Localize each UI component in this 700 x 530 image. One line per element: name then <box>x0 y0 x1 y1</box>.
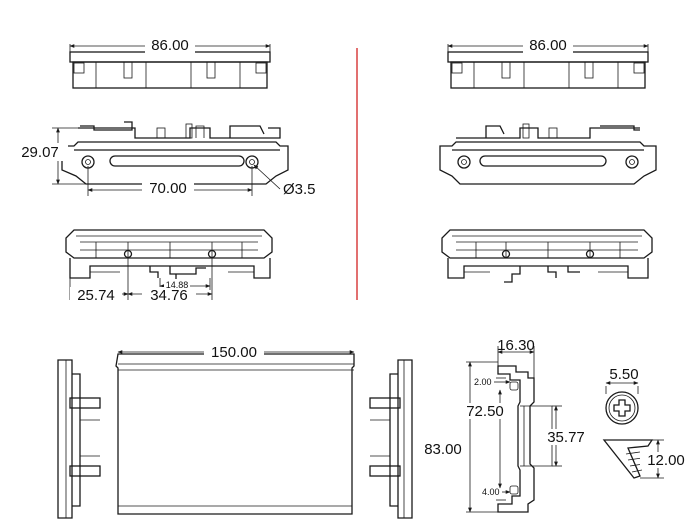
section-top-gap-label: 2.00 <box>474 377 492 387</box>
section-center-label: 35.77 <box>547 429 585 446</box>
top-left-width-label: 86.00 <box>151 37 189 54</box>
section-top-label: 16.30 <box>497 337 535 354</box>
hole-spacing-label: 70.00 <box>149 180 187 197</box>
hole-diameter-label: Ø3.5 <box>283 181 316 198</box>
screw-body: 12.00 <box>602 439 692 479</box>
section-inner-label: 72.50 <box>466 403 504 420</box>
screw-diameter-label: 5.50 <box>609 366 638 383</box>
section-bottom-gap-label: 4.00 <box>482 487 500 497</box>
offset-label: 25.74 <box>77 287 115 304</box>
top-right-width-label: 86.00 <box>529 37 567 54</box>
front-view-right <box>441 229 653 283</box>
screw-head: 5.50 <box>605 366 639 425</box>
end-cap-left <box>57 359 101 519</box>
top-view-right: 86.00 <box>447 37 649 89</box>
spacing-label: 34.76 <box>150 287 188 304</box>
screw-length-label: 12.00 <box>647 452 685 469</box>
small-spacing-label: 14.88 <box>166 280 189 290</box>
side-view-right <box>439 123 657 185</box>
section-total-label: 83.00 <box>424 441 462 458</box>
side-view-left: 29.07 70.00 Ø3.5 <box>10 121 316 198</box>
front-view-left: 25.74 34.76 14.88 <box>65 229 273 304</box>
section-view: 16.30 83.00 72.50 35.77 2.00 4.00 <box>417 337 592 513</box>
side-height-label: 29.07 <box>21 144 59 161</box>
end-cap-right <box>369 359 413 519</box>
enclosure-profile: 150.00 <box>115 343 355 515</box>
top-view-left: 86.00 <box>69 37 271 89</box>
profile-length-label: 150.00 <box>211 344 257 361</box>
